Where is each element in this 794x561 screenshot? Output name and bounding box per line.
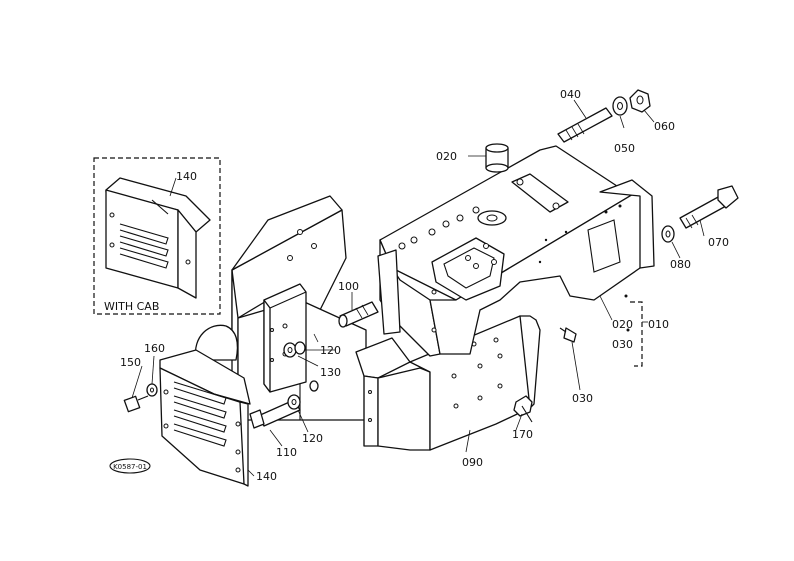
grease-fitting-030 — [559, 327, 577, 343]
cab-grille-cover — [105, 177, 211, 299]
callout-070: 070 — [708, 236, 729, 249]
washer-080 — [661, 225, 675, 243]
callout-030-fitting: 030 — [572, 392, 593, 405]
callout-040: 040 — [560, 88, 581, 101]
with-cab-label: WITH CAB — [104, 300, 159, 313]
callout-160: 160 — [144, 342, 165, 355]
callout-010: 010 — [648, 318, 669, 331]
bolt-100 — [338, 301, 379, 328]
callout-140-inset: 140 — [176, 170, 197, 183]
figure-code: K0587-01 — [113, 463, 147, 471]
washer-120-upper — [283, 333, 319, 358]
front-frame — [377, 145, 655, 357]
grille-cover-140 — [159, 324, 251, 487]
washer-050 — [612, 96, 628, 116]
figure-code-badge: K0587-01 — [109, 458, 151, 474]
bushing-020 — [468, 143, 509, 173]
callout-140-lower: 140 — [256, 470, 277, 483]
bracket-010 — [630, 301, 643, 367]
callout-130: 130 — [320, 366, 341, 379]
callout-100: 100 — [338, 280, 359, 293]
callout-060: 060 — [654, 120, 675, 133]
leader-lines — [131, 99, 705, 477]
with-cab-inset: WITH CAB 140 — [93, 157, 221, 315]
callout-080: 080 — [670, 258, 691, 271]
bolt-170 — [513, 395, 533, 423]
nut-060 — [629, 89, 651, 113]
callout-120-lower: 120 — [302, 432, 323, 445]
washer-120-lower — [287, 380, 319, 410]
bolt-040 — [557, 107, 613, 143]
callout-110: 110 — [276, 446, 297, 459]
callout-020-side: 020 — [612, 318, 633, 331]
callout-150: 150 — [120, 356, 141, 369]
callout-030-side: 030 — [612, 338, 633, 351]
callout-120-upper: 120 — [320, 344, 341, 357]
bolt-150 — [123, 395, 149, 413]
bolt-070 — [679, 185, 739, 229]
washer-160 — [146, 383, 158, 397]
callout-170: 170 — [512, 428, 533, 441]
callout-090: 090 — [462, 456, 483, 469]
callout-020-top: 020 — [436, 150, 457, 163]
spacer-block-130 — [263, 283, 307, 393]
callout-050: 050 — [614, 142, 635, 155]
